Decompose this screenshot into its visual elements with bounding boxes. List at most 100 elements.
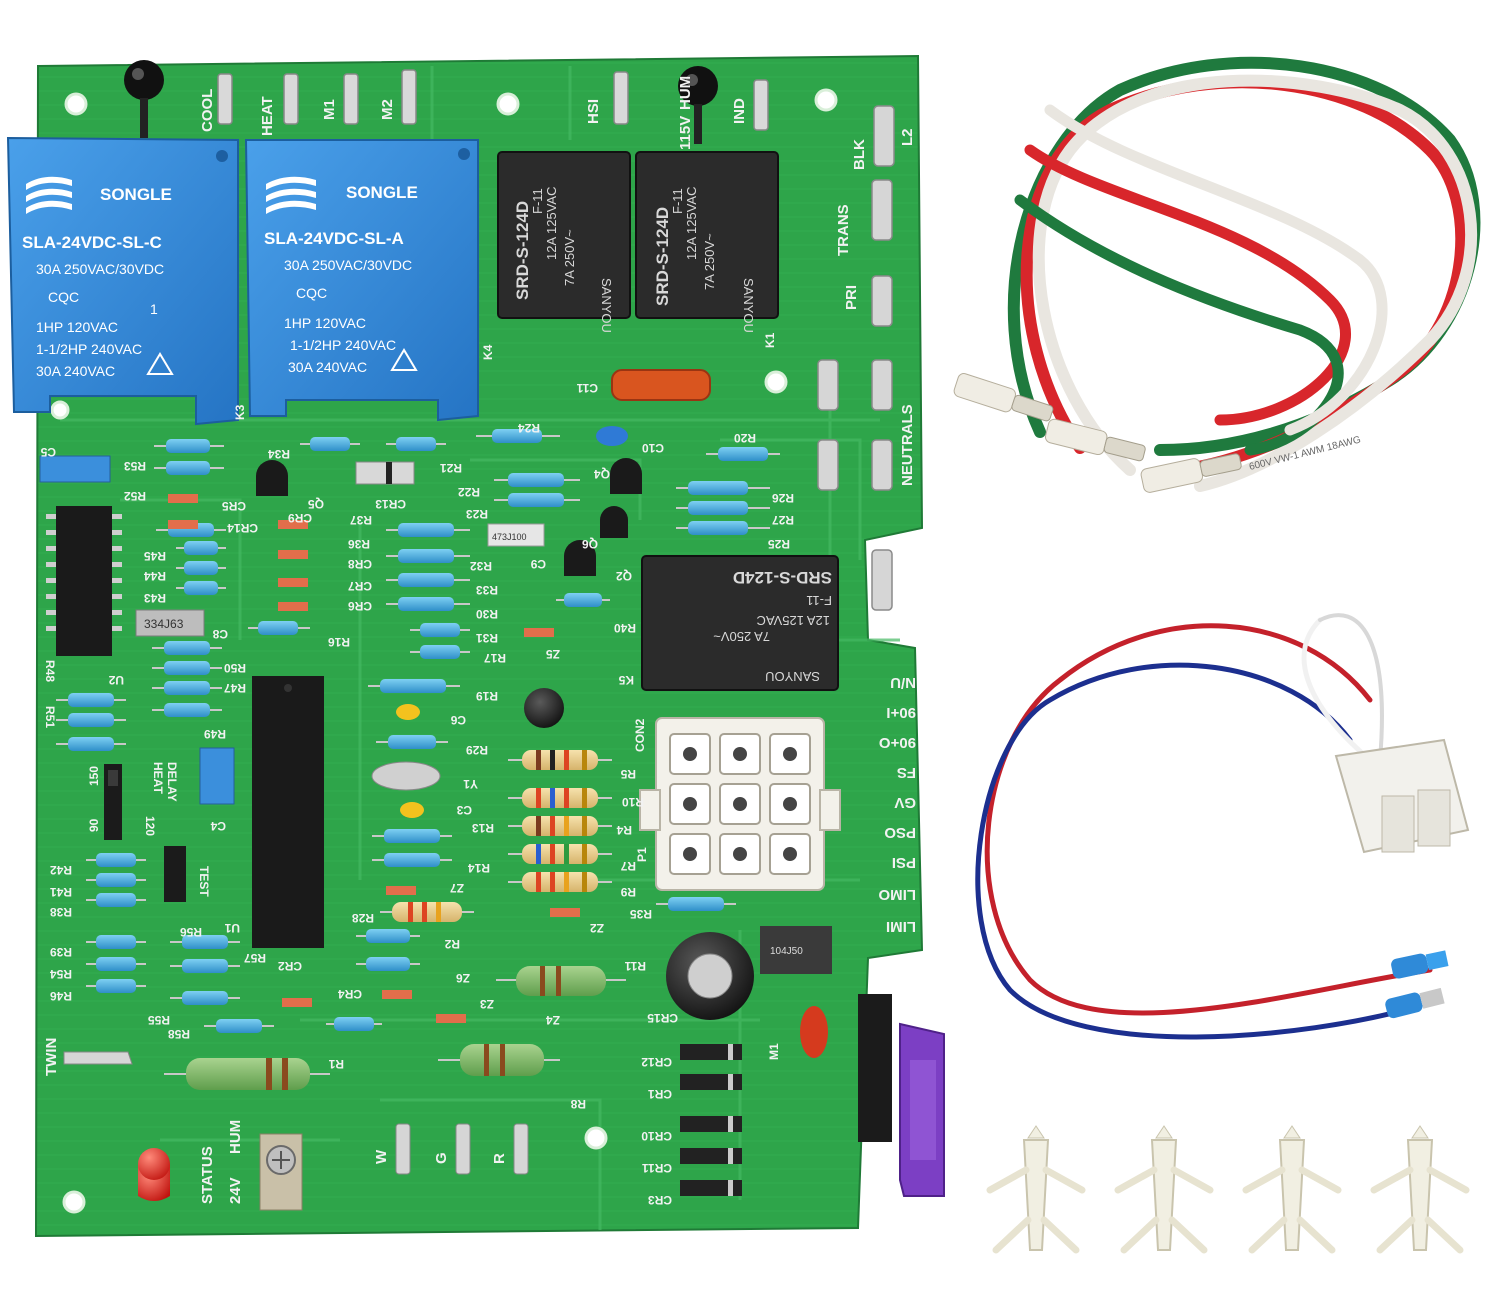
- bottom-controls: TWIN STATUS 24V HUM W G R: [43, 1038, 529, 1211]
- designator-cr11: CR11: [642, 1161, 672, 1175]
- top-spade-terminals: [217, 69, 769, 131]
- relay-brand: SONGLE: [346, 183, 418, 202]
- designator-c5: C5: [40, 445, 56, 459]
- label-trans: TRANS: [835, 204, 852, 256]
- designator-y1: Y1: [463, 777, 478, 791]
- pcb-standoffs: [986, 1125, 1470, 1254]
- designator-r9: R9: [620, 885, 636, 899]
- relay-model: SRD-S-124D: [733, 568, 832, 587]
- silkscreen-top-labels: COOL HEAT M1 M2 HSI HUM 115V IND: [199, 76, 748, 150]
- designator-r37: R37: [350, 513, 372, 527]
- songle-logo-icon: [26, 176, 72, 214]
- resistor: [176, 541, 226, 555]
- spade-terminal: [753, 79, 769, 131]
- designator-r49: R49: [204, 727, 226, 741]
- relay-brand: SANYOU: [741, 278, 756, 333]
- designator-r46: R46: [50, 989, 72, 1003]
- connector-con2: CON2 P1: [633, 717, 841, 891]
- designator-z4: Z4: [546, 1013, 560, 1027]
- label-w: W: [373, 1149, 390, 1164]
- resistor: [326, 1017, 382, 1031]
- resistor: [152, 681, 222, 695]
- resistor: [410, 623, 470, 637]
- resistor: [356, 957, 420, 971]
- designator-r2: R2: [444, 937, 460, 951]
- mount-hole: [62, 1190, 86, 1214]
- standoff-clip: [1370, 1125, 1470, 1254]
- designator-k4: K4: [481, 344, 495, 360]
- relay-hp-120: 1HP 120VAC: [284, 315, 366, 331]
- spade-terminal: [871, 439, 893, 491]
- thermostat-terminal-g: [455, 1123, 471, 1175]
- resistor-r8: [438, 1044, 560, 1076]
- diode: [278, 520, 308, 529]
- designator-r42: R42: [50, 863, 72, 877]
- varistor-m1: [800, 1006, 828, 1058]
- relay-cert: CQC: [296, 285, 327, 301]
- resistor: [248, 621, 310, 635]
- designator-q4: Q4: [594, 467, 610, 481]
- relay-hp-240: 1-1/2HP 240VAC: [290, 337, 396, 353]
- designator-r53: R53: [124, 459, 146, 473]
- resistor: [86, 873, 146, 887]
- fuse-holder: [760, 926, 832, 974]
- electrolytic-capacitor: [524, 688, 564, 728]
- mount-hole: [814, 88, 838, 112]
- diodes: [168, 461, 580, 1023]
- resistor: [170, 991, 240, 1005]
- designator-cr8: CR8: [348, 557, 372, 571]
- designator-r56: R56: [180, 925, 202, 939]
- relay-model: SRD-S-124D: [653, 207, 672, 306]
- relay-sanyou-k5: SRD-S-124D SANYOU 12A 125VAC 7A 250V~ F-…: [641, 555, 839, 691]
- transistor-q2: [564, 540, 596, 576]
- resistor-r1: [164, 1058, 330, 1090]
- relay-cert: CQC: [48, 289, 79, 305]
- resistor: [676, 501, 770, 515]
- designator-z2: Z2: [590, 921, 604, 935]
- label-m1: M1: [321, 99, 338, 120]
- relay-rating-2: 7A 250V~: [713, 629, 770, 644]
- relay-rating: 12A 125VAC: [544, 187, 559, 260]
- resistor: [368, 679, 460, 693]
- tan-resistors: [380, 750, 612, 922]
- relay-rating-2: 7A 250V~: [702, 233, 717, 290]
- label-90: 90: [87, 818, 101, 832]
- relay-hp-240: 1-1/2HP 240VAC: [36, 341, 142, 357]
- designator-r52: R52: [124, 489, 146, 503]
- designator-c10: C10: [642, 441, 664, 455]
- capacitor-c5: [39, 455, 111, 483]
- designator-r43: R43: [144, 591, 166, 605]
- label-g: G: [433, 1152, 450, 1164]
- twin-terminal: [63, 1051, 133, 1065]
- relay-k3: SONGLE SLA-24VDC-SL-C 30A 250VAC/30VDC C…: [6, 136, 239, 426]
- harness-wire-white-small: [1301, 617, 1373, 763]
- designator-r4: R4: [616, 823, 632, 837]
- designator-r30: R30: [476, 607, 498, 621]
- resistor: [176, 561, 226, 575]
- resistor: [170, 935, 240, 949]
- mount-hole: [764, 370, 788, 394]
- diode: [278, 550, 308, 559]
- diode: [382, 990, 412, 999]
- relay-class: F-11: [670, 188, 685, 214]
- resistor: [676, 521, 770, 535]
- spade-terminal: [871, 179, 893, 241]
- diode: [282, 998, 312, 1007]
- label-ind: IND: [731, 98, 748, 124]
- relay-rating: 30A 250VAC/30VDC: [284, 257, 412, 273]
- spade-terminal: [871, 549, 893, 611]
- spade-terminal: [817, 439, 839, 491]
- designator-r33: R33: [476, 583, 498, 597]
- designator-z3: Z3: [480, 997, 494, 1011]
- designator-r29: R29: [466, 743, 488, 757]
- designator-r57: R57: [244, 951, 266, 965]
- label-heat-delay-1: HEAT: [151, 762, 165, 794]
- designator-c4: C4: [210, 819, 226, 833]
- label-test: TEST: [197, 866, 211, 897]
- spade-terminal: [401, 69, 417, 125]
- designator-r28: R28: [352, 911, 374, 925]
- resistor-r13: [508, 816, 612, 836]
- power-diodes: [680, 1044, 742, 1196]
- designator-z7: Z7: [450, 881, 464, 895]
- resistor: [152, 641, 222, 655]
